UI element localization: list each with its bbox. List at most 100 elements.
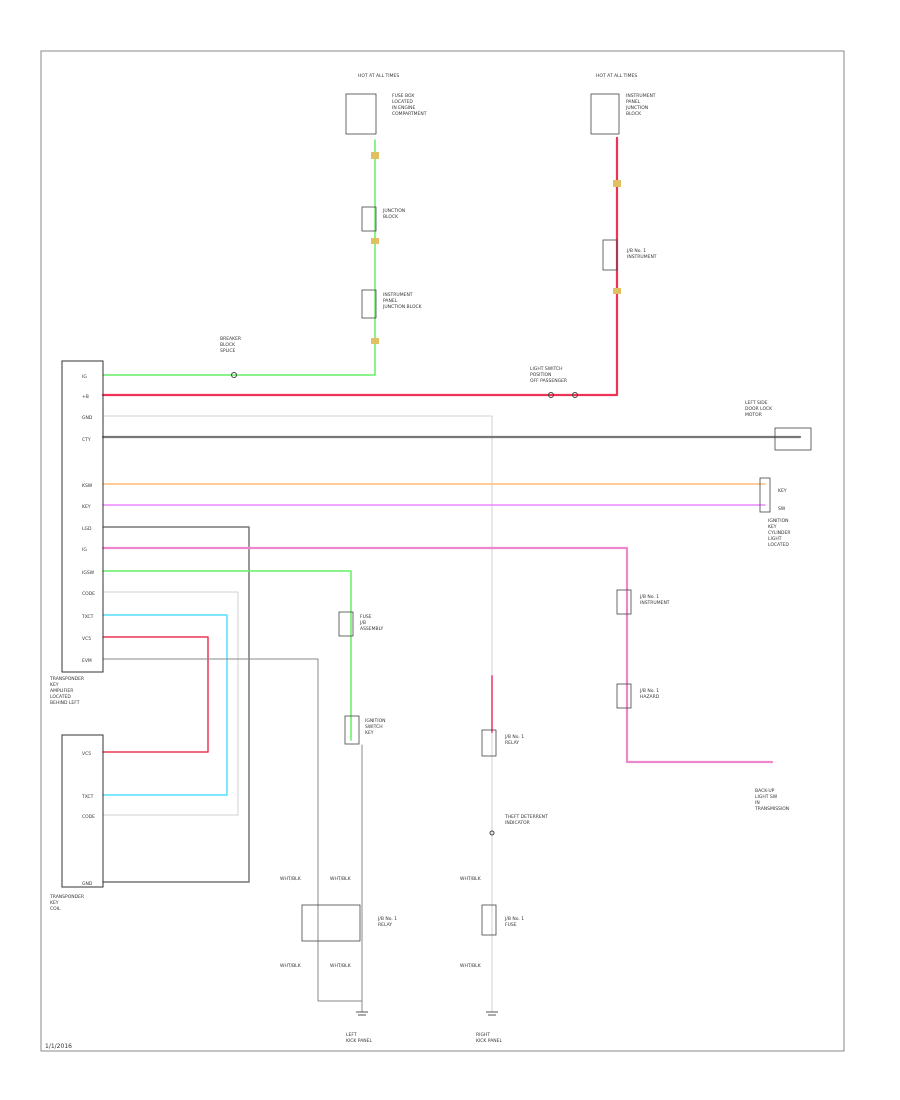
svg-text:INSTRUMENT: INSTRUMENT — [627, 254, 657, 260]
svg-text:KICK PANEL: KICK PANEL — [476, 1038, 503, 1044]
relay-bottom-left: WHT/BLK WHT/BLK J/B No. 1 RELAY WHT/BLK … — [280, 876, 397, 969]
transponder-key-coil: VC5 TXCT CODE GND TRANSPONDER KEY COIL — [49, 734, 104, 912]
svg-text:COMPARTMENT: COMPARTMENT — [392, 111, 427, 117]
svg-text:BEHIND LEFT: BEHIND LEFT — [50, 700, 80, 706]
svg-text:KICK PANEL: KICK PANEL — [346, 1038, 373, 1044]
svg-text:LEFT SIDE: LEFT SIDE — [745, 400, 768, 406]
svg-text:FUSE: FUSE — [505, 922, 517, 928]
wire-pink — [101, 546, 774, 764]
svg-text:LOCATED: LOCATED — [768, 542, 789, 548]
svg-text:CODE: CODE — [82, 814, 95, 820]
wire-red-top — [101, 136, 619, 397]
svg-text:SWITCH: SWITCH — [365, 724, 383, 730]
svg-text:TXCT: TXCT — [81, 614, 94, 620]
svg-text:ASSEMBLY: ASSEMBLY — [360, 626, 384, 632]
svg-text:RELAY: RELAY — [378, 922, 392, 928]
relay-middle-left: FUSE J/B ASSEMBLY IGNITION SWITCH KEY — [338, 611, 386, 745]
svg-text:IN ENGINE: IN ENGINE — [392, 105, 416, 111]
wire-red-loop — [102, 636, 209, 753]
svg-text:LGD: LGD — [82, 526, 92, 532]
svg-text:TXCT: TXCT — [81, 794, 94, 800]
svg-text:MOTOR: MOTOR — [745, 412, 762, 418]
svg-text:BLOCK: BLOCK — [220, 342, 236, 348]
wire-lt-blu — [102, 614, 228, 796]
circuit-breaker-top: BREAKER BLOCK SPLICE — [220, 336, 241, 378]
svg-text:HAZARD: HAZARD — [640, 694, 660, 700]
svg-text:BLOCK: BLOCK — [383, 214, 399, 220]
svg-text:J/B: J/B — [359, 620, 366, 626]
svg-text:TRANSMISSION: TRANSMISSION — [754, 806, 789, 812]
svg-text:TRANSPONDER: TRANSPONDER — [49, 894, 84, 900]
svg-text:WHT/BLK: WHT/BLK — [330, 876, 352, 882]
svg-text:WHT/BLK: WHT/BLK — [460, 963, 482, 969]
svg-text:J/B No. 1: J/B No. 1 — [377, 916, 397, 922]
svg-text:IGSW: IGSW — [82, 570, 95, 576]
svg-text:HOT AT ALL TIMES: HOT AT ALL TIMES — [358, 73, 399, 79]
switch-top-right: LIGHT SWITCH POSITION OFF PASSENGER — [530, 366, 578, 398]
svg-text:JUNCTION: JUNCTION — [382, 208, 405, 214]
svg-text:INSTRUMENT: INSTRUMENT — [383, 292, 413, 298]
svg-text:OFF PASSENGER: OFF PASSENGER — [530, 378, 567, 384]
svg-text:LOCATED: LOCATED — [50, 694, 71, 700]
relay-stack-right: J/B No. 1 INSTRUMENT J/B No. 1 HAZARD BA… — [616, 589, 789, 812]
svg-text:LEFT: LEFT — [346, 1032, 357, 1038]
svg-text:KEY: KEY — [50, 682, 59, 688]
svg-text:IGNITION: IGNITION — [768, 518, 789, 524]
svg-text:IG: IG — [82, 374, 87, 380]
svg-text:KEY: KEY — [365, 730, 374, 736]
svg-text:J/B No. 1: J/B No. 1 — [504, 916, 524, 922]
svg-text:JUNCTION: JUNCTION — [625, 105, 648, 111]
fuse-box-left: HOT AT ALL TIMES FUSE BOX LOCATED IN ENG… — [345, 73, 427, 344]
svg-text:WHT/BLK: WHT/BLK — [280, 876, 302, 882]
svg-text:J/B No. 1: J/B No. 1 — [626, 248, 646, 254]
svg-text:RIGHT: RIGHT — [476, 1032, 490, 1038]
svg-text:CODE: CODE — [82, 591, 95, 597]
svg-text:TRANSPONDER: TRANSPONDER — [49, 676, 84, 682]
svg-text:J/B No. 1: J/B No. 1 — [639, 594, 659, 600]
transponder-key-amplifier: IG +B GND CTY KSW KEY LGD IG IGSW CODE T… — [49, 360, 104, 706]
svg-text:CYLINDER: CYLINDER — [768, 530, 790, 536]
svg-text:INDICATOR: INDICATOR — [505, 820, 530, 826]
svg-text:LIGHT SW: LIGHT SW — [755, 794, 778, 800]
relay-middle-center: J/B No. 1 RELAY THEFT DETERRENT INDICATO… — [481, 729, 548, 836]
svg-text:PANEL: PANEL — [383, 298, 398, 304]
svg-text:POSITION: POSITION — [530, 372, 551, 378]
svg-text:EVM: EVM — [82, 658, 92, 664]
ground-center: RIGHT KICK PANEL — [476, 1011, 503, 1044]
svg-text:FUSE BOX: FUSE BOX — [392, 93, 414, 99]
svg-text:HOT AT ALL TIMES: HOT AT ALL TIMES — [596, 73, 637, 79]
svg-text:BLOCK: BLOCK — [626, 111, 642, 117]
svg-text:GND: GND — [82, 881, 93, 887]
svg-text:KEY: KEY — [82, 504, 91, 510]
svg-text:SW: SW — [778, 506, 786, 512]
svg-text:+B: +B — [82, 394, 89, 400]
svg-text:LIGHT SWITCH: LIGHT SWITCH — [530, 366, 563, 372]
svg-text:INSTRUMENT: INSTRUMENT — [640, 600, 670, 606]
svg-text:AMPLIFIER: AMPLIFIER — [50, 688, 73, 694]
diagram-id: 1/1/2016 — [45, 1043, 72, 1050]
svg-text:PANEL: PANEL — [626, 99, 641, 105]
svg-text:VC5: VC5 — [82, 636, 91, 642]
fuse-box-right: HOT AT ALL TIMES INSTRUMENT PANEL JUNCTI… — [590, 73, 657, 294]
wire-white — [102, 415, 493, 1013]
ground-left: LEFT KICK PANEL — [346, 1011, 373, 1044]
svg-text:SPLICE: SPLICE — [220, 348, 236, 354]
svg-text:J/B No. 1: J/B No. 1 — [504, 734, 524, 740]
svg-text:KEY: KEY — [768, 524, 777, 530]
door-lock-motor-right: LEFT SIDE DOOR LOCK MOTOR KEY SW IGNITIO… — [745, 400, 812, 548]
wire-wht-blk — [102, 658, 363, 1002]
svg-text:J/B No. 1: J/B No. 1 — [639, 688, 659, 694]
svg-text:WHT/BLK: WHT/BLK — [280, 963, 302, 969]
svg-text:JUNCTION BLOCK: JUNCTION BLOCK — [382, 304, 423, 310]
wire-lt-grn-top — [102, 139, 376, 376]
svg-text:KSW: KSW — [82, 483, 93, 489]
svg-text:BREAKER: BREAKER — [220, 336, 241, 342]
svg-text:THEFT DETERRENT: THEFT DETERRENT — [504, 814, 548, 820]
svg-text:LIGHT: LIGHT — [768, 536, 782, 542]
svg-text:IG: IG — [82, 547, 87, 553]
svg-text:WHT/BLK: WHT/BLK — [460, 876, 482, 882]
wire-green — [102, 570, 352, 741]
svg-text:WHT/BLK: WHT/BLK — [330, 963, 352, 969]
svg-text:IN: IN — [755, 800, 760, 806]
